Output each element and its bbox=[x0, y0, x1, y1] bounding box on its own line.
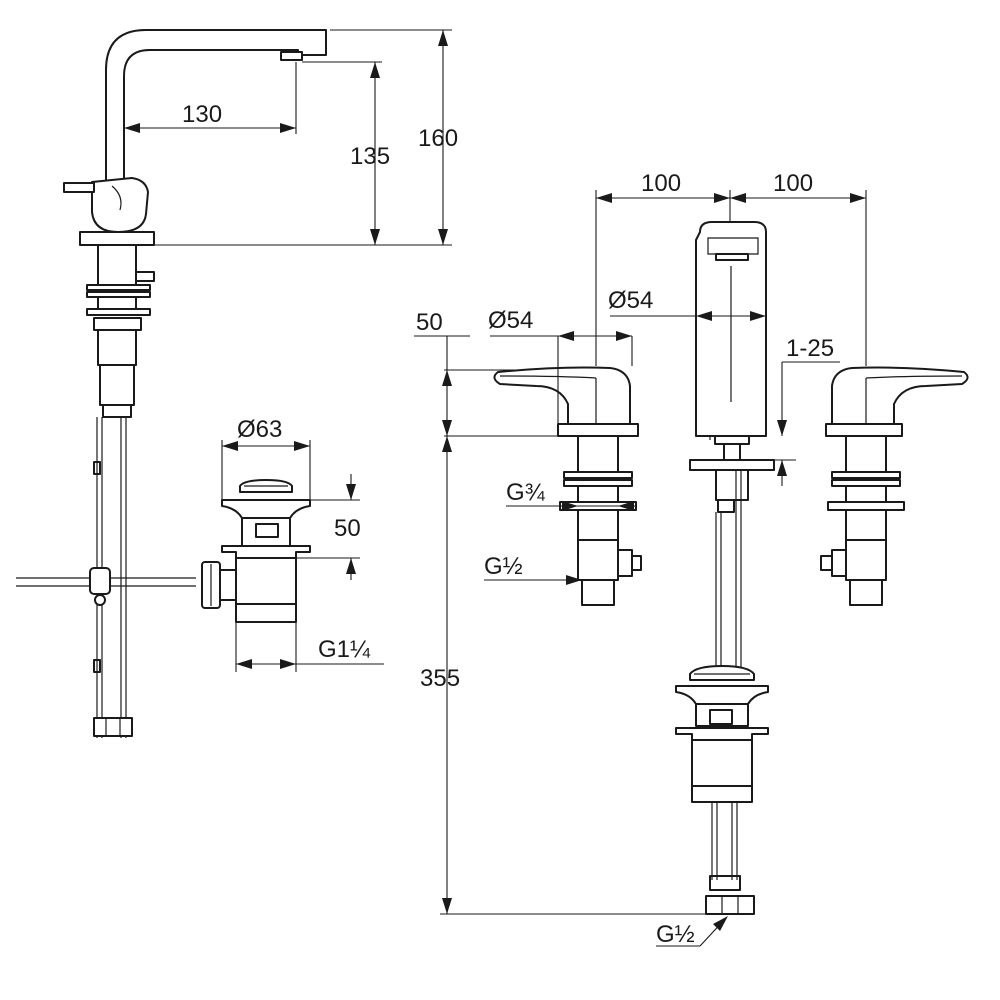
shank-lower bbox=[97, 329, 137, 366]
washer-1 bbox=[86, 284, 151, 291]
hose-connector bbox=[99, 364, 135, 406]
label-inlet-thread: G½ bbox=[484, 553, 523, 580]
left-base bbox=[557, 423, 639, 437]
fixing-nut bbox=[93, 317, 142, 331]
shank-upper bbox=[97, 244, 137, 286]
left-inlet bbox=[581, 579, 615, 606]
label-spacing-left: 100 bbox=[641, 170, 681, 197]
front-view-spout bbox=[689, 221, 775, 668]
right-inlet bbox=[849, 579, 883, 606]
label-waste-height: 50 bbox=[334, 515, 361, 542]
lever-handle bbox=[91, 177, 149, 233]
waste-tail bbox=[235, 603, 297, 623]
hose-end-nut bbox=[93, 717, 133, 737]
front-waste-flange bbox=[675, 685, 769, 705]
label-reach: 130 bbox=[182, 101, 222, 128]
waste-flange bbox=[221, 499, 311, 519]
label-spacing-right: 100 bbox=[773, 170, 813, 197]
waste-lock-nut bbox=[221, 545, 311, 559]
pop-up-rod-stub bbox=[135, 271, 155, 282]
label-handle-height: 50 bbox=[416, 309, 443, 336]
left-shank bbox=[577, 435, 619, 473]
front-view-waste bbox=[675, 665, 769, 915]
front-view-left-handle bbox=[493, 366, 642, 606]
label-deck-thickness: 1-25 bbox=[786, 335, 834, 362]
front-hose-end-nut bbox=[705, 895, 755, 915]
waste-body bbox=[235, 557, 297, 605]
label-spout-clearance: 135 bbox=[350, 143, 390, 170]
lever-tip bbox=[63, 182, 95, 193]
label-valve-thread: G¾ bbox=[506, 479, 546, 506]
spout-fixing-plate bbox=[689, 459, 775, 471]
base-plate bbox=[79, 231, 155, 246]
spout-aerator bbox=[280, 51, 303, 61]
rod-clamp bbox=[89, 567, 111, 595]
label-hose-thread: G½ bbox=[656, 921, 695, 948]
label-hose-length: 355 bbox=[420, 665, 460, 692]
front-waste-lock-nut bbox=[675, 727, 769, 741]
hose-ferrule bbox=[102, 404, 132, 418]
spout-body bbox=[105, 29, 327, 183]
shank-mid bbox=[97, 296, 137, 310]
label-total-height: 160 bbox=[418, 125, 458, 152]
left-angle-body bbox=[577, 539, 619, 581]
spout-head bbox=[707, 237, 759, 255]
pop-up-waste bbox=[201, 479, 311, 623]
right-shank bbox=[845, 435, 887, 473]
label-waste-diameter: Ø63 bbox=[237, 416, 282, 443]
right-base bbox=[825, 423, 903, 437]
washer-3 bbox=[86, 308, 151, 316]
label-handle-diameter: Ø54 bbox=[488, 307, 533, 334]
front-waste-body bbox=[691, 739, 753, 787]
lever-contour bbox=[111, 185, 122, 211]
side-view-mixer bbox=[16, 29, 327, 738]
waste-dimensions: Ø63 50 G1¼ bbox=[221, 416, 384, 672]
front-waste-plug bbox=[689, 665, 755, 681]
front-view-right-handle bbox=[820, 366, 969, 606]
label-waste-thread: G1¼ bbox=[318, 636, 371, 663]
right-angle-body bbox=[845, 539, 887, 581]
waste-nut-detail bbox=[255, 523, 279, 538]
label-spout-diameter: Ø54 bbox=[608, 287, 653, 314]
right-fixing-nut bbox=[827, 501, 905, 511]
side-view-dimensions: 130 135 160 bbox=[124, 29, 458, 246]
front-view-dimensions: 100 100 Ø54 Ø54 50 1-25 bbox=[414, 170, 867, 948]
